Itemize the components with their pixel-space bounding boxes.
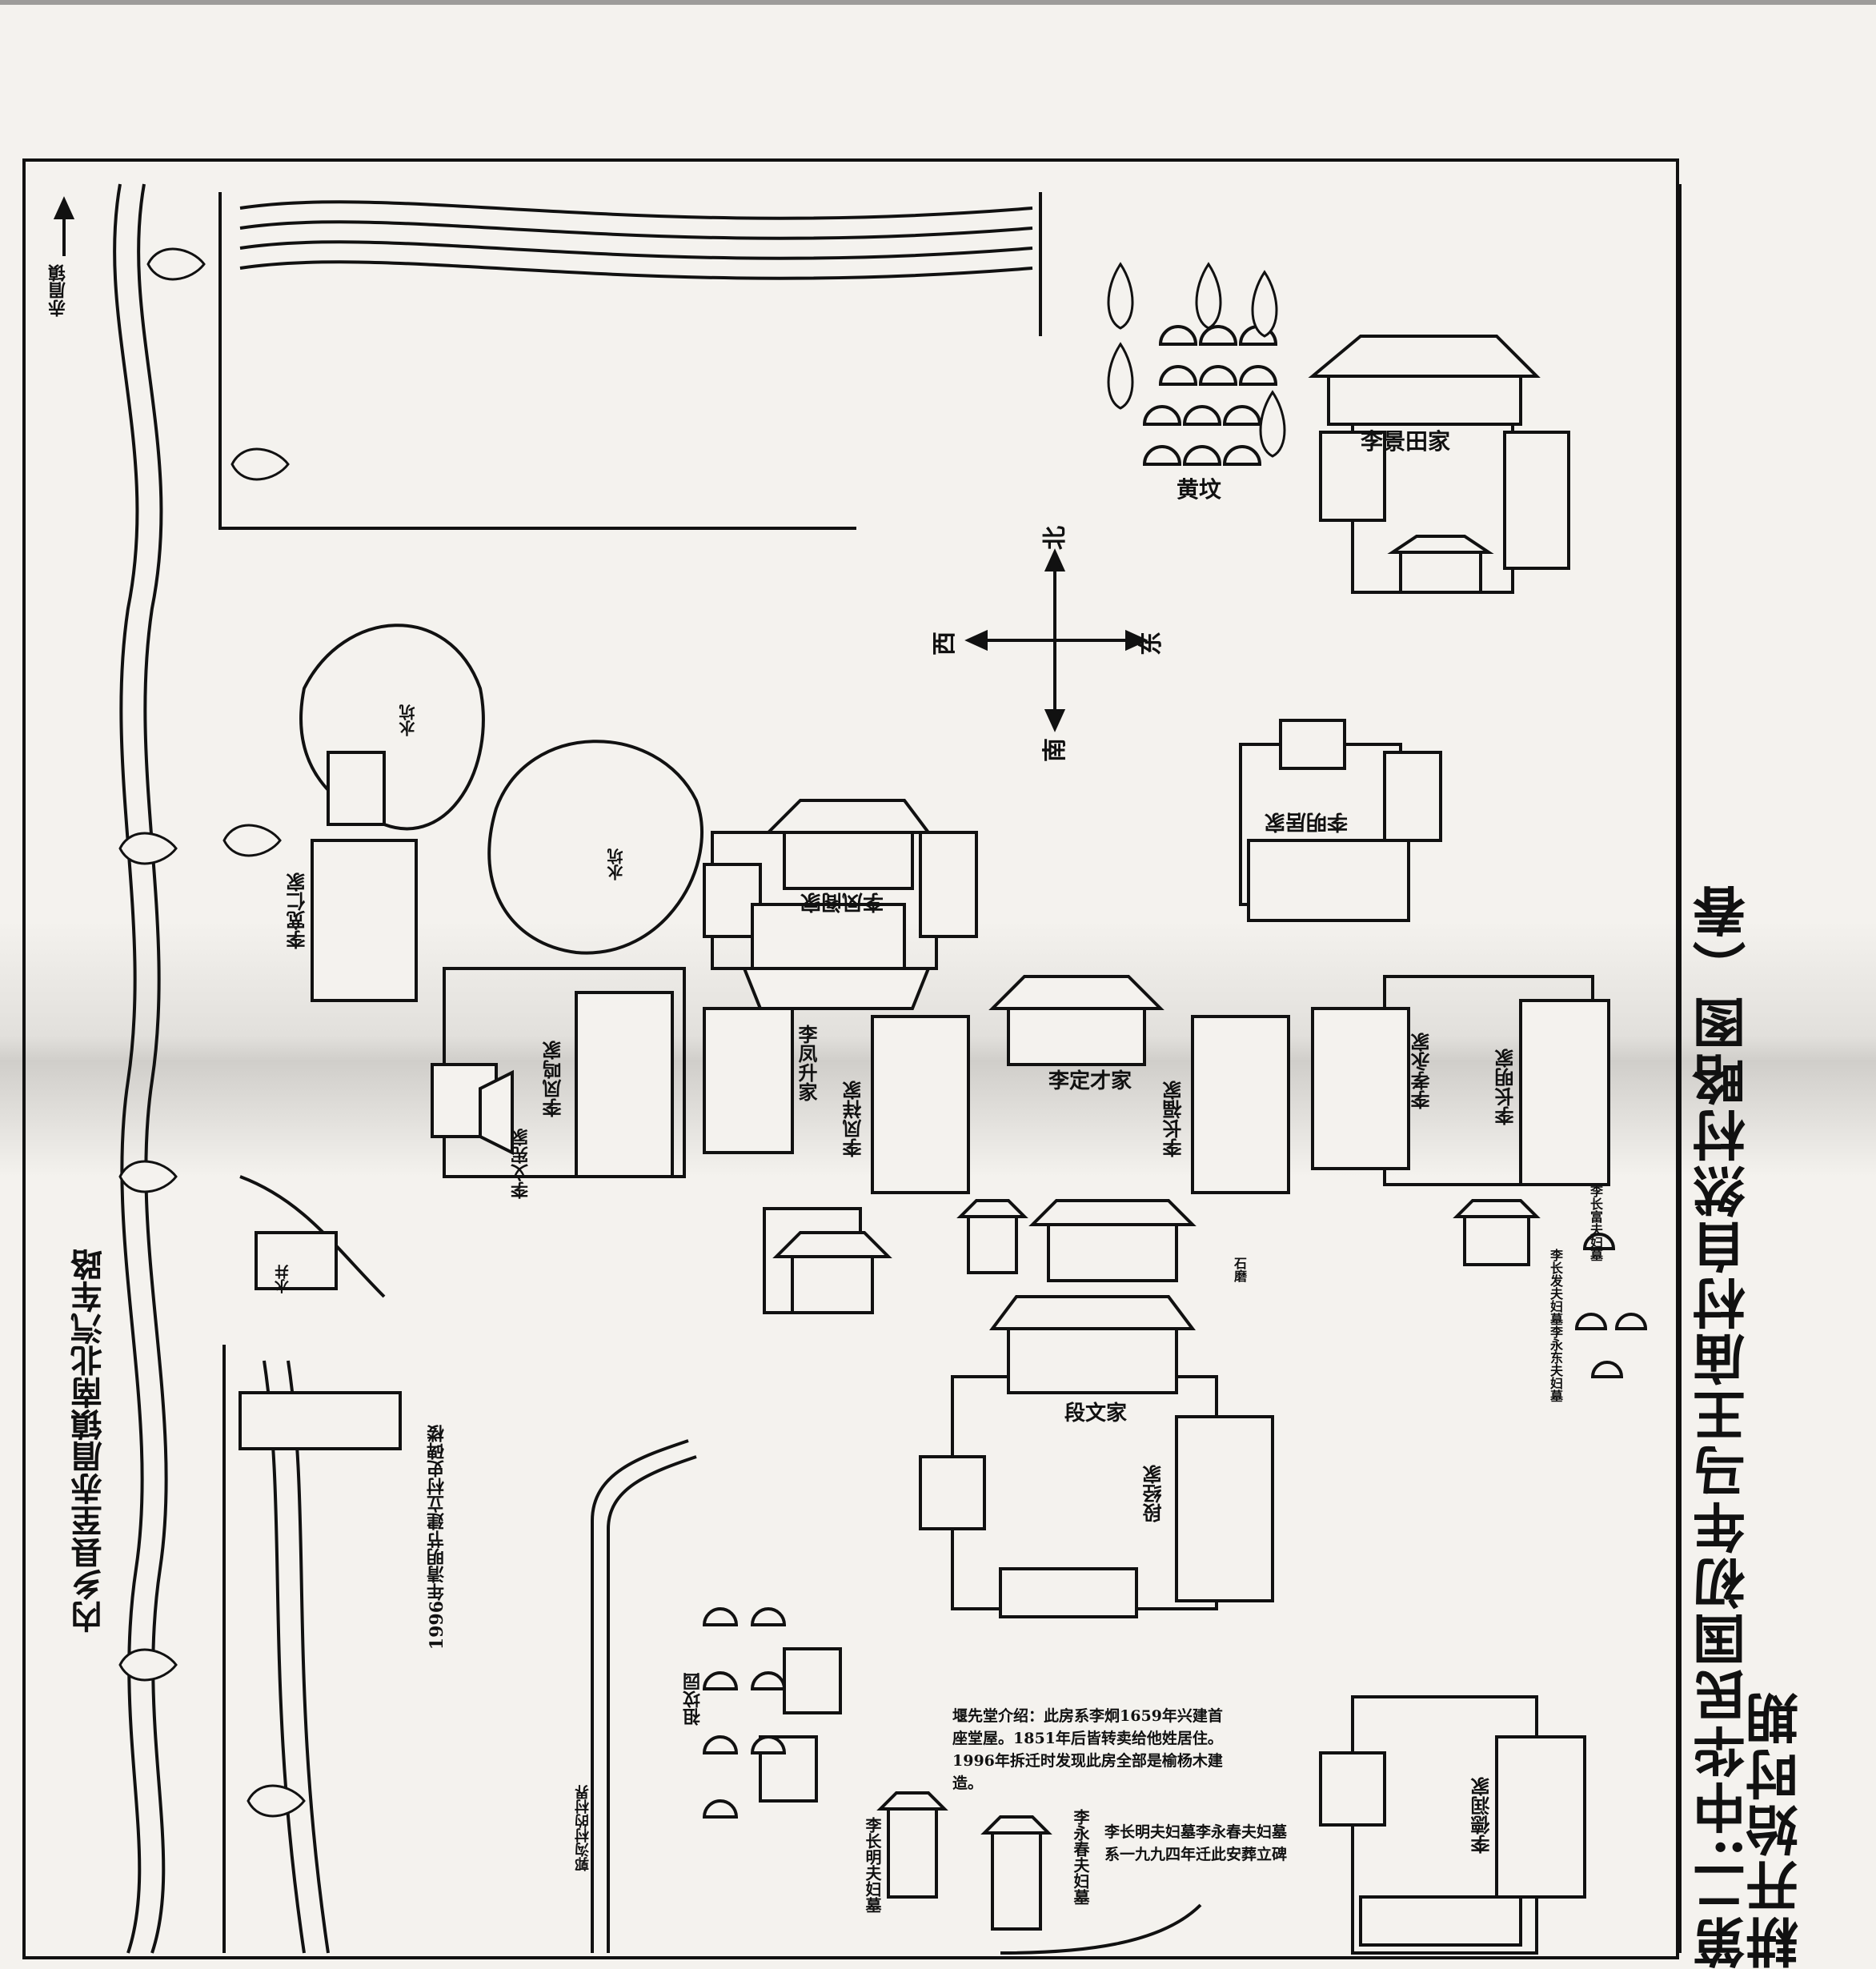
path-tomb — [1000, 1903, 1202, 1955]
roadside-trees — [118, 247, 1286, 1818]
path-south-2 — [607, 1455, 697, 1953]
house-li-dingcai — [988, 975, 1164, 1066]
label-li-kuanren: 李宽仁家 — [286, 872, 309, 949]
furrow-2 — [239, 220, 1033, 240]
map-frame — [22, 158, 1679, 1959]
compass-north-label: 北 — [1041, 526, 1069, 550]
label-pit-central: 水坑 — [607, 848, 626, 880]
compass-arrow-s — [1044, 709, 1066, 732]
label-li-fengming: 李凤鸣家 — [542, 1041, 565, 1117]
stele-structures — [239, 1231, 1052, 1931]
pit-north — [299, 624, 485, 831]
path-south — [591, 1439, 689, 1953]
label-li-deyuan: 李德润家 — [1470, 1777, 1493, 1854]
compass-arrow-e — [1125, 629, 1148, 652]
label-li-fengsheng: 李凤升家 — [795, 1025, 818, 1101]
road-line-right — [137, 183, 168, 1954]
grave-mounds-ancestral — [702, 1233, 1648, 1819]
creek — [239, 1175, 386, 1298]
label-tomb-c: 李长富夫妇墓 — [1588, 1185, 1603, 1261]
label-li-changfu: 李长福家 — [1162, 1081, 1185, 1157]
label-li-xiaoshui: 李孝永家 — [1410, 1033, 1433, 1109]
note-ancestor-intro: 堰先堂介绍：此房系李炯1659年兴建首座堂屋。1851年后皆转卖给他姓居住。19… — [952, 1707, 1223, 1792]
furrow-3 — [239, 240, 1033, 260]
label-li-jingtian: 李景田家 — [1361, 428, 1451, 455]
house-duan-jing — [919, 1415, 1274, 1618]
label-pit-north: 水坑 — [399, 704, 418, 736]
label-li-fengyi: 李凤阁家 — [800, 889, 884, 913]
compass-arrow-n — [1044, 548, 1066, 571]
label-li-changming: 李长明家 — [1494, 1049, 1517, 1125]
pit-central — [487, 740, 704, 955]
road-line-left — [113, 183, 144, 1954]
label-tower: 郭沟村的村界 — [575, 1785, 591, 1871]
house-li-fengyi — [703, 799, 978, 1010]
label-li-fengxiang: 李凤祥家 — [842, 1081, 865, 1157]
house-li-kuanren — [311, 751, 418, 1002]
label-mill: 石磨 — [1232, 1257, 1247, 1282]
house-li-changming — [1519, 999, 1610, 1186]
house-li-xiaoshui — [1311, 1007, 1410, 1170]
label-tomb-d: 李长发夫妇墓李永东夫妇墓 — [1548, 1249, 1563, 1402]
label-duan-jing: 段经家 — [1142, 1465, 1165, 1522]
label-huang-fen: 黄坟 — [1177, 476, 1222, 503]
grave-mounds-huang — [1142, 325, 1278, 466]
furrow-1 — [239, 200, 1033, 220]
furrow-4 — [239, 260, 1033, 280]
town-arrow-head — [53, 196, 75, 219]
house-li-changfu — [1191, 1015, 1290, 1194]
house-li-fengxiang — [871, 1015, 970, 1194]
compass-arrow-w — [964, 629, 988, 652]
label-li-mingju: 李明居家 — [1265, 809, 1349, 833]
town-label: 赤眉镇 — [48, 264, 69, 317]
label-li-dingcai: 李定才家 — [1048, 1069, 1132, 1093]
field-boundary — [218, 192, 856, 530]
scan-edge-top — [0, 0, 1876, 5]
label-duan-wen: 段文家 — [1064, 1402, 1128, 1426]
house-li-fengming — [431, 991, 674, 1178]
note-tomb-move: 李长明夫妇墓李永春夫妇墓系一九九四年迁此安葬立碑 — [1104, 1823, 1288, 1863]
label-tomb-a: 李长明夫妇墓 — [863, 1817, 882, 1913]
house-gate-south — [772, 1199, 1541, 1314]
house-li-fengsheng — [703, 1007, 794, 1154]
compass-west-label: 西 — [931, 632, 959, 656]
house-li-mingju — [1247, 719, 1442, 922]
label-tomb-b: 李永春夫妇墓 — [1071, 1809, 1090, 1905]
label-li-wenxian: 李文宪家 — [511, 1129, 531, 1199]
label-ancestral-grave: 祖坟园 — [683, 1673, 704, 1726]
label-well: 水井 — [275, 1265, 291, 1293]
house-li-jingtian — [1308, 335, 1570, 594]
road-label: 内乡县至赤眉镇南北汽车路 — [70, 1249, 108, 1633]
house-duan-wen — [989, 1295, 1196, 1394]
map-title: 第二:中华民国初年马王庙村自然村略图（春耕开始时期 — [1692, 881, 1807, 1969]
house-li-deyuan — [1319, 1735, 1586, 1947]
compass-south-label: 南 — [1041, 738, 1069, 762]
map-frame-inner-line — [1679, 184, 1690, 1953]
label-stele-note: 1996年清明节建立村史碑楼 — [427, 1425, 447, 1650]
compass-east-label: 东 — [1137, 632, 1165, 656]
